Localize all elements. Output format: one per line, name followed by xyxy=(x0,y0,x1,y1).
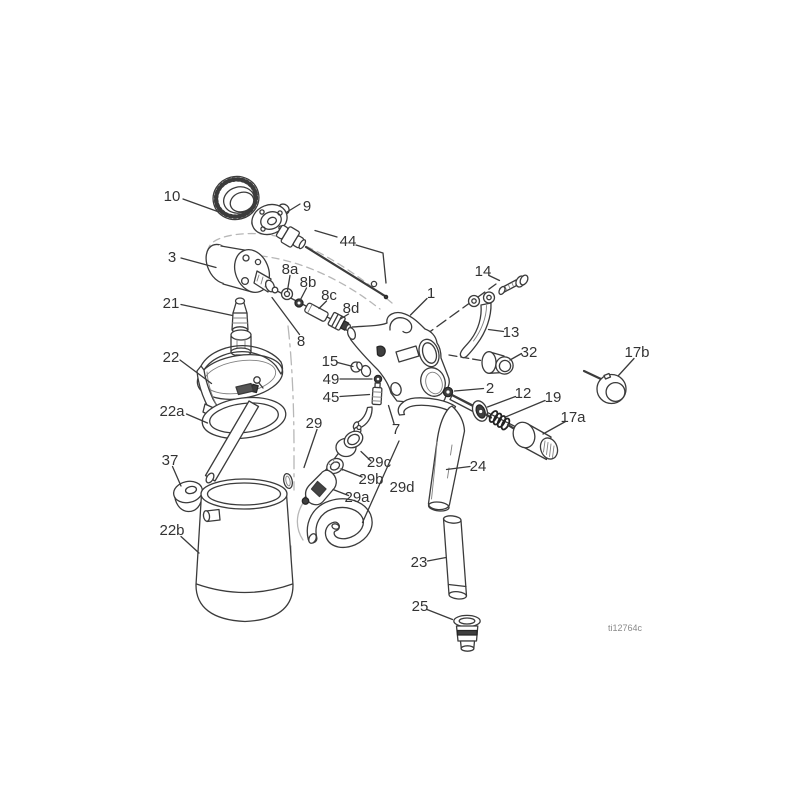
part-label-29b: 29b xyxy=(358,471,383,488)
part-label-15: 15 xyxy=(322,353,339,370)
part-label-9: 9 xyxy=(303,198,311,215)
part-label-22: 22 xyxy=(163,349,180,366)
part-label-19: 19 xyxy=(545,389,562,406)
part-label-8: 8 xyxy=(297,333,305,350)
part-17b-air-knob xyxy=(582,369,627,405)
dip-tube xyxy=(204,400,260,484)
part-24-handle xyxy=(397,397,466,512)
part-label-23: 23 xyxy=(411,554,428,571)
part-22-lid-assembly xyxy=(196,345,284,419)
part-17a-fluid-knob xyxy=(506,421,559,461)
part-49-oring xyxy=(373,374,383,384)
part-label-21: 21 xyxy=(163,295,180,312)
part-label-32: 32 xyxy=(521,344,538,361)
part-label-7: 7 xyxy=(392,421,400,438)
part-23-tube xyxy=(442,515,468,600)
part-label-3: 3 xyxy=(168,249,176,266)
part-13-trigger xyxy=(459,291,496,359)
part-label-8c: 8c xyxy=(321,287,337,304)
part-29c-cap xyxy=(335,424,364,458)
part-29a-valve-body xyxy=(301,469,337,506)
part-32-plug xyxy=(481,351,514,375)
part-label-37: 37 xyxy=(162,452,179,469)
part-label-13: 13 xyxy=(503,324,520,341)
part-label-17b: 17b xyxy=(624,344,649,361)
part-label-14: 14 xyxy=(475,263,492,280)
part-3-fluid-housing xyxy=(205,243,279,294)
part-label-8d: 8d xyxy=(343,300,360,317)
part-label-25: 25 xyxy=(412,598,429,615)
part-25-inlet-fitting xyxy=(453,614,481,652)
part-8d-fitting xyxy=(327,311,351,331)
part-label-29: 29 xyxy=(306,415,323,432)
part-label-29d: 29d xyxy=(389,479,414,496)
part-8b-oring xyxy=(294,298,304,308)
part-45-fitting xyxy=(371,382,383,406)
part-12-shaft-disc xyxy=(449,394,493,422)
part-8c-tube xyxy=(304,302,329,322)
watermark-code: ti12764c xyxy=(608,623,643,633)
part-37-vent-cap xyxy=(172,480,204,513)
part-14-screw xyxy=(498,274,529,296)
part-label-29c: 29c xyxy=(367,454,392,471)
part-label-2: 2 xyxy=(486,380,494,397)
part-19-spring xyxy=(488,410,511,431)
part-label-1: 1 xyxy=(427,285,435,302)
part-label-44: 44 xyxy=(340,233,357,250)
part-7-elbow-tube xyxy=(352,406,373,430)
part-label-8b: 8b xyxy=(300,274,317,291)
part-44-fitting-and-needle xyxy=(275,224,389,300)
part-label-10: 10 xyxy=(164,188,181,205)
part-label-22a: 22a xyxy=(159,403,185,420)
part-1-gun-body xyxy=(346,311,450,406)
part-22b-cup xyxy=(195,472,294,623)
part-2-seal xyxy=(442,386,454,398)
part-9-air-cap xyxy=(251,203,290,236)
part-10-retaining-ring xyxy=(212,175,260,221)
part-label-8a: 8a xyxy=(282,261,299,278)
part-label-45: 45 xyxy=(323,389,340,406)
part-label-17a: 17a xyxy=(560,409,586,426)
part-label-24: 24 xyxy=(470,458,487,475)
part-label-22b: 22b xyxy=(159,522,184,539)
leader-lines xyxy=(171,198,635,621)
part-29d-hose xyxy=(306,498,373,549)
part-8a-nut xyxy=(280,287,294,301)
part-label-29a: 29a xyxy=(344,489,370,506)
part-label-49: 49 xyxy=(323,371,340,388)
part-15-plug xyxy=(350,361,363,373)
part-21-needle-packing xyxy=(231,297,249,334)
part-label-12: 12 xyxy=(515,385,532,402)
